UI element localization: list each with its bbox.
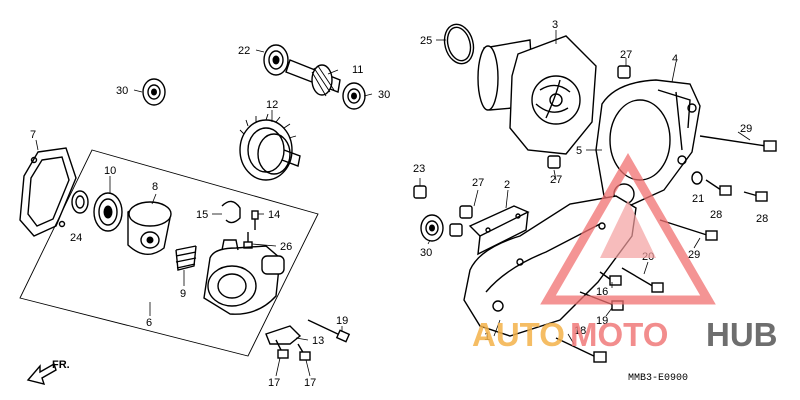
part-cylinder-8 [127,201,172,255]
label-1: 1 [484,331,490,343]
part-pin-27-top [617,65,631,79]
part-bolt-28-a [705,179,732,196]
label-19-left: 19 [336,315,348,327]
part-gasket-7 [19,147,77,237]
part-fitting-26 [243,232,253,249]
front-direction-label: FR. [52,359,70,371]
part-bolt-18 [555,337,607,363]
label-7: 7 [30,129,36,141]
label-16: 16 [596,286,608,298]
part-bolt-19 [307,319,351,343]
part-pump-body-3 [477,35,597,155]
label-14: 14 [268,209,280,221]
label-11: 11 [352,64,363,76]
label-6: 6 [146,317,152,329]
part-gear-12 [239,113,301,181]
label-8: 8 [152,181,158,193]
part-bolt-17b [297,343,311,361]
part-bracket-13 [265,325,302,345]
part-pin-23 [413,185,427,199]
watermark-part2: MOTO [570,316,668,353]
part-screw-14 [251,210,259,230]
label-30-lower: 30 [420,247,432,259]
label-28-a: 28 [710,209,722,221]
label-19-right: 19 [596,315,608,327]
label-29-top: 29 [740,123,752,135]
label-9: 9 [180,288,186,300]
part-seal-24 [71,190,89,214]
label-21: 21 [692,193,704,205]
watermark-logo: AUTO MOTO HUB [472,153,778,353]
label-15: 15 [196,209,208,221]
part-clip-15 [221,200,241,224]
label-4: 4 [672,53,678,65]
label-30-right: 30 [378,89,390,101]
label-17-a: 17 [268,377,280,389]
label-27-top: 27 [620,49,632,61]
part-oring-25 [443,23,475,65]
part-shaft-11 [285,59,341,97]
watermark-part1: AUTO [472,316,565,353]
label-23: 23 [413,163,425,175]
label-26: 26 [280,241,292,253]
label-2: 2 [504,179,510,191]
front-direction-arrow: FR. [26,359,70,385]
diagram-code: MMB3-E0900 [628,373,688,384]
part-bearing-30-lower [420,214,444,242]
part-washer-21 [691,171,703,185]
part-bearing-30-left [142,78,166,106]
label-12: 12 [266,99,278,111]
label-18: 18 [574,325,586,337]
part-bolt-28-b [743,191,768,202]
part-cover-6 [203,239,285,315]
label-13: 13 [312,335,324,347]
watermark-part3: HUB [706,316,778,353]
part-bolt-17a [275,339,289,359]
label-5: 5 [576,145,582,157]
part-bearing-30-right [342,82,366,110]
label-30-left: 30 [116,85,128,97]
label-28-b: 28 [756,213,768,225]
label-25: 25 [420,35,432,47]
part-spring-9 [175,245,197,271]
assembly-outline [19,149,319,357]
label-10: 10 [104,165,116,177]
label-3: 3 [552,19,558,31]
part-oil-seal-10 [93,192,123,232]
label-24: 24 [70,232,82,244]
label-29-lower: 29 [688,249,700,261]
part-pin-27-mid [547,155,561,169]
label-27-left: 27 [472,177,484,189]
part-bolt-16 [599,271,622,286]
part-pin-27-left [449,205,473,237]
part-bolt-20 [621,267,664,293]
part-bolt-29-top [699,135,777,152]
label-27-mid: 27 [550,174,562,186]
leader-lines [35,30,751,377]
label-17-b: 17 [304,377,316,389]
part-bearing-22 [263,44,289,76]
label-22: 22 [238,45,250,57]
